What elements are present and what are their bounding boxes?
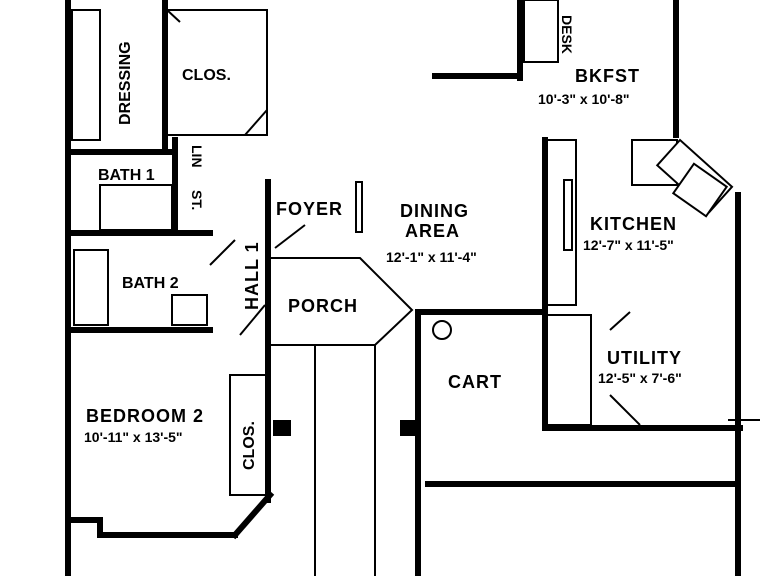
- dining-dimensions: 12'-1" x 11'-4": [386, 249, 477, 265]
- bath1-label: BATH 1: [98, 167, 155, 184]
- utility-label: UTILITY: [607, 348, 682, 368]
- doors: [209, 181, 418, 436]
- bkfst-label: BKFST: [575, 66, 640, 86]
- porch-outline: [269, 257, 414, 346]
- dining-label-line2: AREA: [405, 221, 460, 241]
- dressing-label: DRESSING: [117, 41, 134, 125]
- bath2-label: BATH 2: [122, 275, 179, 292]
- dining-label-line1: DINING: [400, 201, 469, 221]
- hall-label: HALL 1: [242, 241, 262, 310]
- room-labels: DRESSING CLOS. BKFST 10'-3" x 10'-8" DES…: [84, 15, 682, 470]
- detail-lines: [71, 0, 760, 576]
- porch-label: PORCH: [288, 296, 358, 316]
- storage-label: ST.: [189, 190, 205, 210]
- desk-label: DESK: [559, 15, 575, 54]
- bkfst-dimensions: 10'-3" x 10'-8": [538, 91, 630, 107]
- linen-label: LIN: [189, 145, 205, 168]
- bedroom2-label: BEDROOM 2: [86, 406, 204, 426]
- utility-dimensions: 12'-5" x 7'-6": [598, 370, 682, 386]
- cart-label: CART: [448, 372, 502, 392]
- closet-bedroom-label: CLOS.: [241, 421, 258, 470]
- cooktop-fixture: [671, 162, 729, 218]
- foyer-label: FOYER: [276, 199, 343, 219]
- kitchen-label: KITCHEN: [590, 214, 677, 234]
- kitchen-dimensions: 12'-7" x 11'-5": [583, 237, 674, 253]
- bedroom2-dimensions: 10'-11" x 13'-5": [84, 429, 183, 445]
- closet-top-label: CLOS.: [182, 67, 231, 84]
